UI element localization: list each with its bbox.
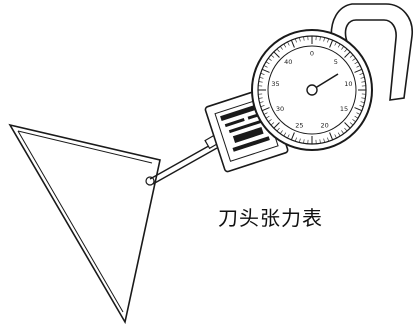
dial-ticks bbox=[258, 36, 366, 144]
dial-tick bbox=[273, 122, 280, 129]
dial-tick-label: 10 bbox=[344, 80, 352, 88]
dial-tick bbox=[337, 132, 341, 137]
dial-tick bbox=[280, 46, 283, 50]
dial-tick bbox=[360, 77, 365, 79]
dial-tick bbox=[295, 38, 297, 43]
dial-tick bbox=[259, 77, 264, 79]
dial-tick bbox=[319, 36, 321, 41]
dial-tick bbox=[354, 115, 359, 119]
dial-tick bbox=[299, 37, 301, 42]
dial-tick bbox=[359, 105, 364, 107]
dial-tick bbox=[359, 73, 364, 75]
dial-tick bbox=[329, 39, 334, 48]
dial-tick bbox=[290, 39, 295, 48]
dial-tick bbox=[265, 61, 270, 65]
dial-tick bbox=[356, 112, 361, 115]
dial-tick bbox=[327, 38, 329, 43]
blade bbox=[8, 123, 161, 325]
dial-tick-label: 35 bbox=[271, 80, 279, 88]
dial-tick bbox=[344, 127, 348, 132]
dial-tick bbox=[276, 127, 280, 132]
dial-tick bbox=[261, 68, 270, 73]
dial-tick-label: 25 bbox=[295, 121, 303, 129]
dial-tick bbox=[259, 101, 264, 103]
dial-tick-label: 0 bbox=[310, 50, 314, 58]
dial-tick bbox=[280, 130, 283, 134]
dial-tick bbox=[344, 122, 351, 129]
dial-tick bbox=[268, 119, 272, 122]
dial-tick bbox=[283, 43, 287, 48]
dial-tick bbox=[265, 115, 270, 119]
dial-tick bbox=[263, 65, 268, 68]
dial-tick bbox=[299, 138, 301, 143]
dial-tick bbox=[258, 81, 263, 83]
dial-tick bbox=[349, 122, 354, 126]
dial-tick bbox=[319, 139, 321, 144]
dial-tick-label: 5 bbox=[334, 58, 338, 66]
dial-tick bbox=[287, 134, 290, 139]
dial-tick-label: 20 bbox=[321, 121, 329, 129]
dial-tick bbox=[260, 105, 265, 107]
dial-tick bbox=[344, 51, 351, 58]
dial-tick bbox=[327, 137, 329, 142]
dial-tick bbox=[258, 97, 263, 99]
dial-tick bbox=[260, 73, 265, 75]
dial-tick bbox=[356, 65, 361, 68]
dial-tick bbox=[283, 132, 287, 137]
dial-tick bbox=[268, 58, 272, 61]
dial-tick bbox=[341, 46, 344, 50]
caption: 刀头张力表 bbox=[218, 206, 323, 230]
dial-tick bbox=[323, 37, 325, 42]
dial-pivot bbox=[306, 84, 318, 96]
dial-tick bbox=[354, 68, 363, 73]
dial-tick bbox=[334, 134, 337, 139]
dial-tick bbox=[303, 139, 305, 144]
dial-tick bbox=[303, 36, 305, 41]
dial-tick bbox=[344, 48, 348, 53]
gauge-rod bbox=[149, 131, 225, 185]
dial-tick bbox=[341, 130, 344, 134]
dial-tick bbox=[270, 54, 275, 58]
dial-tick bbox=[360, 101, 365, 103]
dial-tick bbox=[354, 61, 359, 65]
dial-tick bbox=[276, 48, 280, 53]
dial-tick bbox=[334, 41, 337, 46]
dial-tick bbox=[352, 119, 356, 122]
dial-tick bbox=[261, 107, 270, 112]
dial-tick-labels: 0 5 10 15 20 25 30 35 40 bbox=[271, 50, 352, 130]
dial-tick bbox=[270, 122, 275, 126]
dial-tick bbox=[337, 43, 341, 48]
dial-tick bbox=[287, 41, 290, 46]
dial-tick-label: 15 bbox=[340, 105, 348, 113]
gauge-handle bbox=[330, 3, 413, 101]
dial-tick bbox=[329, 132, 334, 141]
dial-tick bbox=[263, 112, 268, 115]
dial-tick-label: 40 bbox=[284, 58, 292, 66]
dial-tick bbox=[352, 58, 356, 61]
dial-tick bbox=[361, 97, 366, 99]
dial-tick bbox=[273, 51, 280, 58]
dial-tick bbox=[295, 137, 297, 142]
dial-tick bbox=[354, 107, 363, 112]
label-plate bbox=[220, 103, 270, 152]
dial-tick bbox=[349, 54, 354, 58]
dial-tick bbox=[290, 132, 295, 141]
dial: 0 5 10 15 20 25 30 35 40 bbox=[251, 29, 373, 151]
dial-tick bbox=[323, 138, 325, 143]
blade-hook-hole bbox=[145, 176, 155, 186]
dial-tick-label: 30 bbox=[276, 105, 284, 113]
dial-tick bbox=[361, 81, 366, 83]
